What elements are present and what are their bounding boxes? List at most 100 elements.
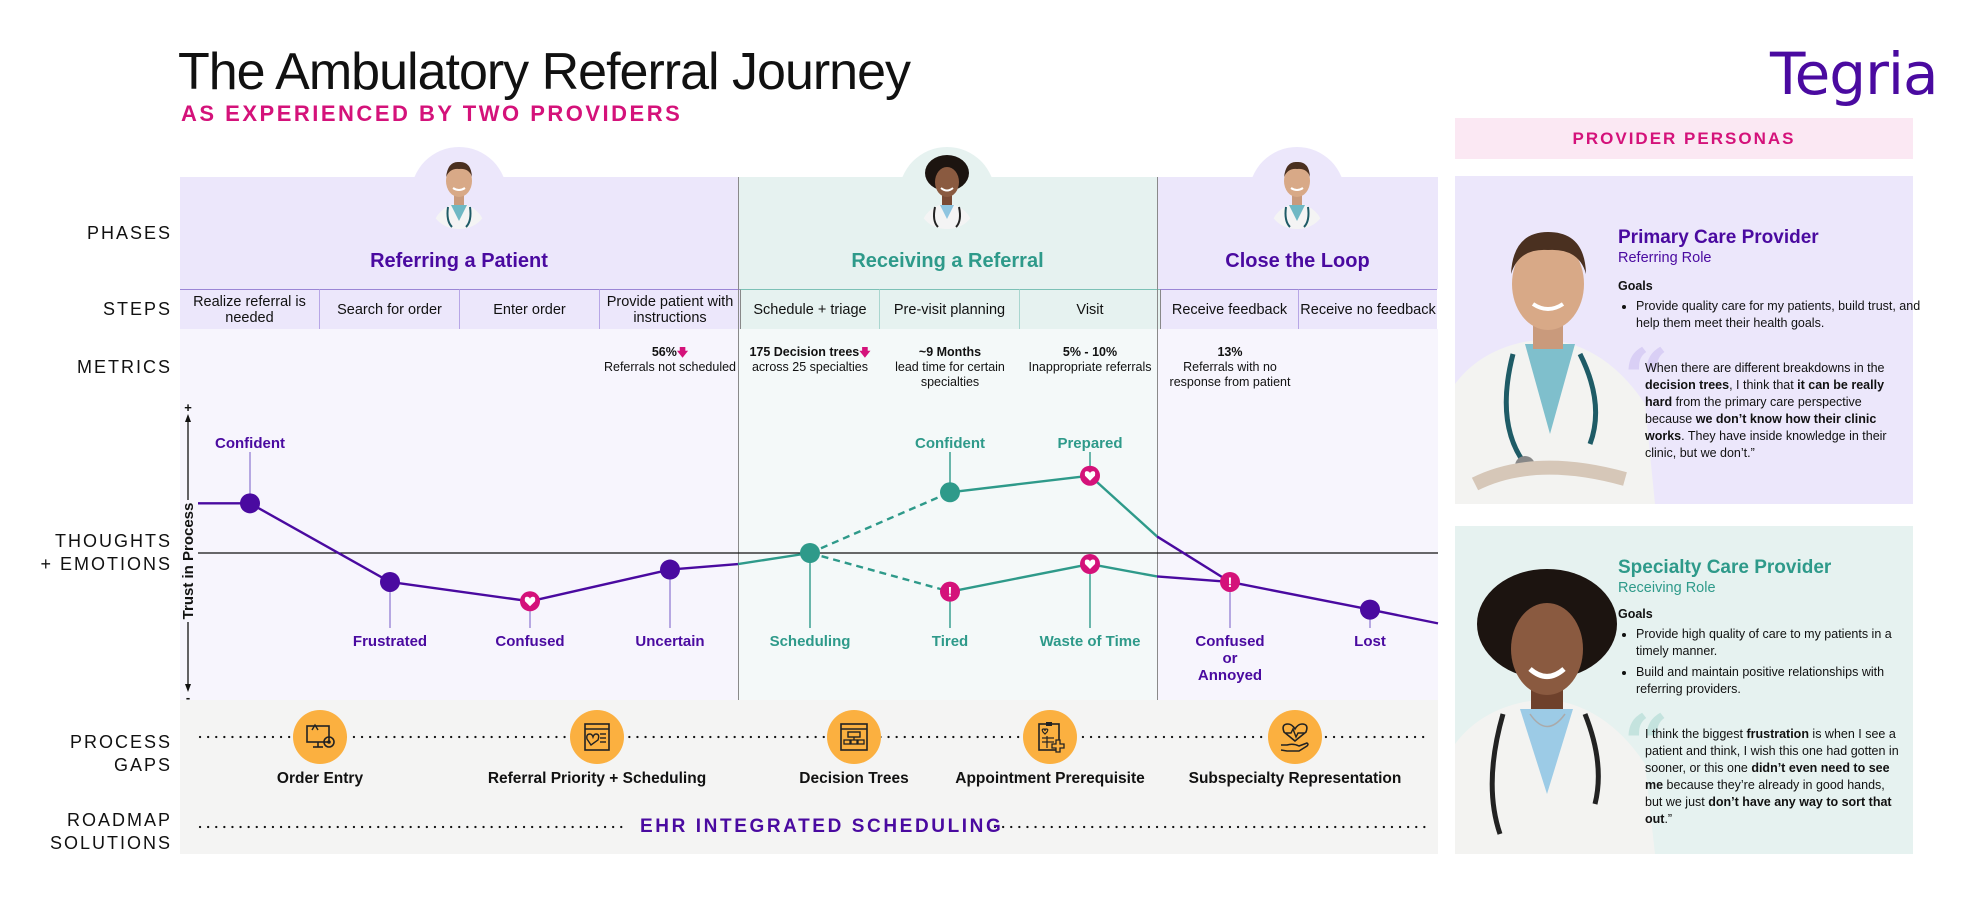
primary-care-provider-photo (1455, 204, 1655, 504)
persona-name: Specialty Care Provider (1618, 557, 1832, 578)
computer-gear-icon (293, 710, 347, 764)
quote-text: . They have inside knowledge in their cl… (1645, 429, 1887, 460)
emotion-point (660, 559, 680, 580)
persona-card-primary: Primary Care Provider Referring Role Goa… (1455, 176, 1920, 504)
goals-heading: Goals (1618, 279, 1653, 293)
trust-line-segment (737, 551, 811, 566)
quote-emphasis: didn’t even need to see me (1645, 761, 1890, 792)
row-label-thoughts: THOUGHTS + EMOTIONS (40, 530, 172, 576)
metrics-chart-bg-receiving (738, 329, 1157, 700)
row-label-roadmap-line2: SOLUTIONS (49, 833, 172, 853)
trust-line-segment (1156, 575, 1231, 584)
step-cell: Pre-visit planning (880, 289, 1020, 329)
specialty-care-provider-photo (1455, 554, 1655, 854)
phase-divider (1157, 177, 1158, 700)
phase-close-loop: Close the Loop (1157, 147, 1438, 289)
y-axis-arrow-down-icon (185, 684, 191, 692)
process-gap-label: Decision Trees (799, 770, 909, 787)
emotion-label: Annoyed (1198, 667, 1262, 684)
y-axis-label: Trust in Process (180, 503, 197, 620)
quote-text: When there are different breakdowns in t… (1645, 361, 1885, 375)
process-gaps-panel (180, 700, 1438, 854)
emotion-point (380, 571, 400, 592)
trust-line-segment-dashed (809, 491, 951, 555)
goals-heading: Goals (1618, 607, 1653, 621)
page-subtitle: AS EXPERIENCED BY TWO PROVIDERS (181, 101, 683, 126)
heart-glyph (1084, 559, 1096, 570)
trust-line-segment (949, 474, 1091, 494)
row-label-steps: STEPS (102, 299, 172, 319)
metrics-chart-bg-referring (180, 329, 738, 700)
step-cell: Visit (1020, 289, 1160, 329)
provider-personas-header: PROVIDER PERSONAS (1455, 118, 1913, 159)
browser-heart-icon (570, 710, 624, 764)
steps-row: Realize referral is needed Search for or… (180, 289, 1437, 329)
persona-quote: I think the biggest frustration is when … (1645, 726, 1903, 828)
trust-line-segment (529, 568, 671, 603)
male-doctor-avatar (1264, 151, 1330, 229)
metric-detail: across 25 specialties (751, 360, 869, 374)
emotion-point (1360, 599, 1380, 620)
step-cell: Realize referral is needed (180, 289, 320, 329)
row-label-roadmap: ROADMAP SOLUTIONS (50, 809, 172, 855)
trust-line-segment (1156, 535, 1231, 583)
female-doctor-avatar (914, 151, 980, 229)
metric-headline: 56% (651, 345, 677, 359)
metric-headline: 175 Decision trees (749, 345, 860, 359)
row-label-thoughts-line2: + EMOTIONS (40, 554, 172, 574)
persona-name: Primary Care Provider (1618, 227, 1819, 248)
emotion-label: Lost (1354, 633, 1386, 650)
quote-emphasis: we don’t know how their clinic works (1645, 412, 1877, 443)
tegria-logo: Tegria (1770, 40, 1939, 108)
metric-headline: ~9 Months (918, 345, 982, 359)
trust-line-segment (1229, 580, 1371, 611)
persona-role: Receiving Role (1618, 580, 1716, 596)
emotion-label: Uncertain (635, 633, 704, 650)
process-gap-label: Subspecialty Representation (1188, 770, 1402, 787)
persona-role: Referring Role (1618, 250, 1712, 266)
metrics-chart-bg-close (1157, 329, 1438, 700)
step-cell: Provide patient with instructions (600, 289, 740, 329)
emotion-label: Confident (215, 435, 285, 452)
emotion-label: Frustrated (353, 633, 427, 650)
metric-detail: lead time for certain specialties (895, 360, 1005, 389)
emotion-label: Waste of Time (1040, 633, 1141, 650)
metric-detail: Inappropriate referrals (1028, 360, 1152, 374)
emotion-label: Prepared (1057, 435, 1122, 452)
step-cell: Receive no feedback (1299, 289, 1437, 329)
quote-text: , I think that (1729, 378, 1798, 392)
phase-divider (738, 177, 739, 700)
step-cell: Receive feedback (1160, 289, 1299, 329)
trust-line-segment (1089, 562, 1158, 578)
heart-glyph (1084, 471, 1096, 481)
goal-item: Provide high quality of care to my patie… (1636, 626, 1921, 660)
process-gap-label: Referral Priority + Scheduling (487, 770, 707, 787)
emotion-label: Confident (915, 435, 985, 452)
down-arrow-icon: 🡇 (676, 346, 689, 359)
metric: 5% - 10%Inappropriate referrals (1020, 345, 1160, 375)
male-doctor-avatar (426, 151, 492, 229)
row-label-gaps-line2: GAPS (113, 755, 172, 775)
alert-glyph: ! (1228, 574, 1233, 590)
metric-headline: 13% (1217, 345, 1243, 359)
row-label-process-gaps: PROCESS GAPS (70, 731, 172, 777)
alert-glyph: ! (948, 584, 953, 600)
step-cell: Enter order (460, 289, 600, 329)
metric: 56%🡇Referrals not scheduled (600, 345, 740, 375)
trust-line-segment (1369, 608, 1439, 625)
flowchart-icon (827, 710, 881, 764)
phase-referring: Referring a Patient (180, 147, 738, 289)
emotion-point (800, 543, 820, 563)
quote-text: I think the biggest (1645, 727, 1747, 741)
quote-emphasis: frustration (1746, 727, 1809, 741)
y-axis-arrow-up-icon (185, 414, 191, 422)
quote-mark-icon: “ (1623, 331, 1670, 425)
persona-card-specialty: Specialty Care Provider Receiving Role G… (1455, 526, 1913, 854)
emotion-label: or (1223, 650, 1238, 667)
phase-title: Referring a Patient (370, 250, 548, 272)
quote-text: .” (1664, 812, 1673, 826)
trust-line-segment (389, 580, 531, 603)
alert-marker-icon (1220, 571, 1240, 592)
trust-line-segment (669, 562, 739, 571)
